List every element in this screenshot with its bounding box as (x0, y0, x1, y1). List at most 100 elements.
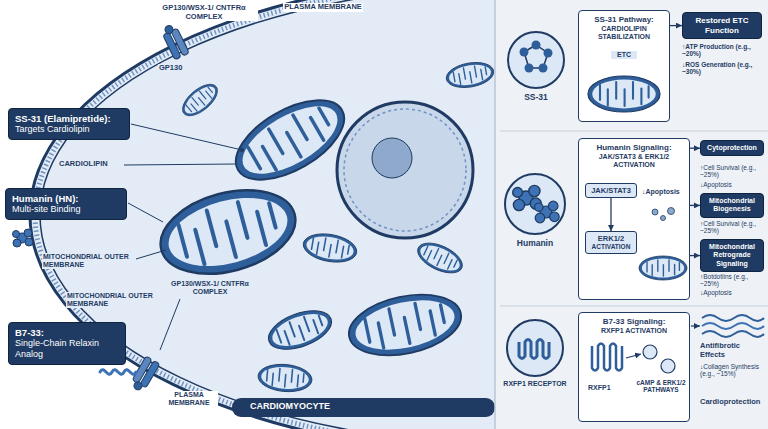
circle-border (508, 32, 564, 88)
apoptotic-fragment (661, 216, 666, 221)
panel-fill (578, 312, 690, 422)
circle-border (505, 174, 565, 234)
annotation-label: GP130/WSX-1/ CNTFRα COMPLEX (150, 4, 258, 21)
collagen-fiber (702, 323, 764, 329)
molecule-atom (539, 64, 548, 73)
node-text: RXFP1 ACTIVATION (583, 327, 685, 335)
node-text: B7-33: (15, 327, 119, 338)
mitochondrion (444, 59, 495, 91)
annotation-label: MITOCHONDRIAL OUTER MEMBRANE (66, 292, 156, 308)
relaxin-ribbon (519, 340, 549, 359)
molecule-atom (544, 49, 553, 58)
pathway-panel: Humanin Signaling:JAK/STAT3 & ERK1/2 ACT… (578, 138, 690, 300)
membrane-inner-line (40, 0, 768, 429)
mitochondrion (588, 76, 660, 112)
annotation-label: cAMP & ERK1/2 PATHWAYS (634, 379, 688, 394)
cell-membrane (30, 0, 768, 429)
mitochondrion (263, 303, 336, 357)
circle-fill (508, 32, 564, 88)
node-text: SS-31 (503, 92, 569, 102)
leader-dot (240, 148, 244, 152)
collagen-fiber (702, 331, 764, 337)
node-text: Mitochondrial Biogenesis (704, 197, 760, 214)
annotation-label: ↓Collagen Synthesis (e.g., ~15%) (700, 363, 766, 378)
effect-arrow (691, 325, 700, 326)
leader-line (136, 250, 166, 259)
divider (494, 0, 496, 429)
signal-box: JAK/STAT3 (585, 183, 637, 198)
mitochondrion (151, 176, 304, 287)
camp-symbol (643, 345, 657, 359)
annotation-label: CARDIOLIPIN (58, 160, 122, 169)
annotation-label: ↑Cell Survival (e.g., ~25%) (700, 164, 766, 179)
mitochondrion (223, 84, 357, 196)
annotation-label: ↑Cell Survival (e.g., ~25%) (700, 220, 766, 235)
mitochondrion (257, 362, 313, 394)
drug-box: B7-33:Single-Chain Relaxin Analog (8, 322, 126, 365)
agent-circle: RXFP1 RECEPTOR (500, 318, 570, 388)
cell-band (232, 398, 495, 417)
receptor-chain (171, 28, 190, 56)
panel-ground (495, 0, 768, 429)
circle-fill (507, 320, 563, 376)
node-text: Humanin (HN): (12, 193, 120, 204)
leader-line (131, 124, 242, 150)
annotation-label: ↓Apoptosis (700, 289, 766, 296)
annotation-label: ETC (611, 51, 637, 59)
circle-outline (503, 30, 569, 91)
node-text: Cytoprotection (704, 144, 760, 152)
annotation-label: ↓Apoptosis (700, 181, 766, 188)
divider (500, 131, 768, 132)
outcome-box: Mitochondrial Biogenesis (700, 193, 764, 218)
annotation-label: ↑Botdotiins (e.g., ~25%) (700, 273, 766, 288)
drug-box: SS-31 (Elamipretide):Targets Cardiolipin (8, 108, 130, 140)
annotation-label: Cardioprotection (700, 398, 766, 407)
annotation-label: RXFP1 (588, 384, 624, 392)
node-text: Single-Chain Relaxin Analog (15, 338, 119, 360)
molecule-atom (525, 64, 534, 73)
annotation-label: ↑ATP Production (e.g., ~20%) (682, 43, 764, 58)
panel-fill (578, 138, 690, 300)
arrow-connector (690, 148, 700, 149)
nucleus (337, 102, 473, 238)
lipid-bilayer (35, 0, 768, 429)
arrow-connector (670, 25, 682, 26)
node-text: B7-33 Signaling: (583, 317, 685, 327)
collagen-fiber (702, 315, 764, 321)
leader-line (128, 203, 163, 222)
circle-outline (500, 318, 570, 379)
arrow-connector (690, 205, 700, 206)
node-text: JAK/STAT3 & ERK1/2 ACTIVATION (583, 153, 685, 170)
node-text: ACTIVATION (589, 243, 633, 251)
annotation-label: ↓ROS Generation (e.g., ~30%) (682, 61, 764, 76)
circle-fill (505, 174, 565, 234)
node-text: JAK/STAT3 (589, 186, 633, 195)
circle-outline (500, 172, 570, 237)
humanin-cluster (13, 229, 34, 247)
apoptotic-fragment (652, 209, 658, 215)
annotation-label: PLASMA MEMBRANE (160, 391, 218, 407)
pathway-panel: SS-31 Pathway:CARDIOLIPIN STABILIZATION (578, 10, 670, 122)
outcome-box: Mitochondrial Retrograde Signaling (700, 239, 764, 272)
annotation-label: ↓Apoptosis (642, 188, 686, 196)
circle-border (507, 320, 563, 376)
apoptotic-fragment (668, 208, 675, 215)
rxfp1-transmembrane (592, 344, 622, 371)
node-text: Multi-site Binding (12, 204, 120, 215)
molecule-atom (520, 48, 529, 57)
nucleolus (372, 138, 412, 178)
pathway-panel: B7-33 Signaling:RXFP1 ACTIVATION (578, 312, 690, 422)
leader-line (160, 299, 180, 350)
node-text: Humanin Signaling: (583, 143, 685, 153)
mitochondrion (639, 256, 687, 280)
annotation-label: Antifibrotic Effects (700, 342, 766, 359)
signal-arrow (626, 354, 641, 358)
annotation-label: MITOCHONDRIAL OUTER MEMBRANE (42, 253, 134, 269)
annotation-label: GP130/WSX-1/ CNTFRα COMPLEX (160, 280, 260, 296)
humanin-cluster (535, 201, 560, 223)
mitochondrion (343, 285, 466, 364)
node-text: Humanin (500, 238, 570, 248)
agent-circle: SS-31 (503, 30, 569, 102)
